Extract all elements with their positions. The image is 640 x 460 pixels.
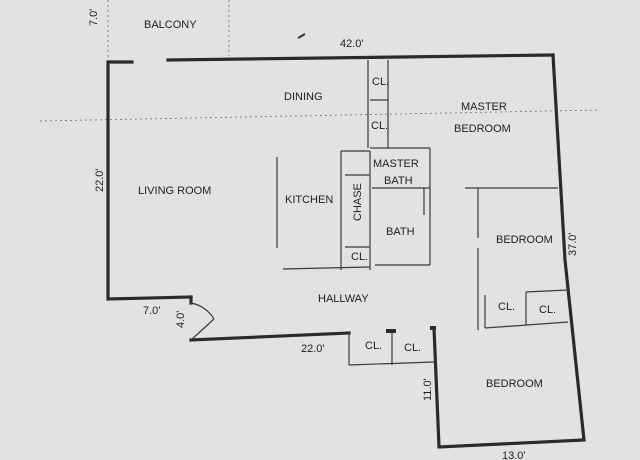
master-bath-label: MASTER [373, 158, 419, 170]
pen-mark [297, 33, 306, 39]
closet-label: CL. [365, 340, 382, 352]
exterior-walls [106, 53, 586, 449]
interior-walls [276, 60, 569, 366]
hallway-label: HALLWAY [318, 293, 369, 305]
closet-label: CL. [539, 304, 556, 316]
right-height-dimension: 37.0' [567, 232, 579, 256]
master-bedroom-label: MASTER [461, 101, 507, 113]
entry-width-dimension: 7.0' [143, 305, 160, 317]
balcony-label: BALCONY [144, 19, 197, 31]
bath-label: BATH [386, 226, 415, 238]
master-bedroom-label: BEDROOM [454, 123, 511, 135]
chase-label: CHASE [352, 183, 364, 221]
living-room-label: LIVING ROOM [138, 185, 211, 197]
dining-label: DINING [284, 91, 323, 103]
left-height-dimension: 22.0' [94, 168, 106, 192]
kitchen-closet-label: CL. [351, 251, 368, 263]
balcony-depth-dimension: 7.0' [88, 9, 100, 26]
kitchen-label: KITCHEN [285, 194, 333, 206]
closet-label: CL. [371, 120, 388, 132]
closet-label: CL. [404, 342, 421, 354]
door-width-dimension: 4.0' [175, 311, 187, 328]
closet-label: CL. [372, 76, 389, 88]
bottom-width-dimension: 22.0' [301, 343, 325, 355]
closet-label: CL. [498, 301, 515, 313]
bedroom-label: BEDROOM [486, 378, 543, 390]
bedroom-width-dimension: 13.0' [502, 450, 526, 460]
entry-door [190, 302, 215, 341]
horizontal-dashed-guide [39, 109, 601, 122]
bedroom-label: BEDROOM [496, 234, 553, 246]
master-bath-label: BATH [384, 175, 413, 187]
bedroom-depth-dimension: 11.0' [422, 378, 434, 401]
top-width-dimension: 42.0' [340, 38, 364, 50]
